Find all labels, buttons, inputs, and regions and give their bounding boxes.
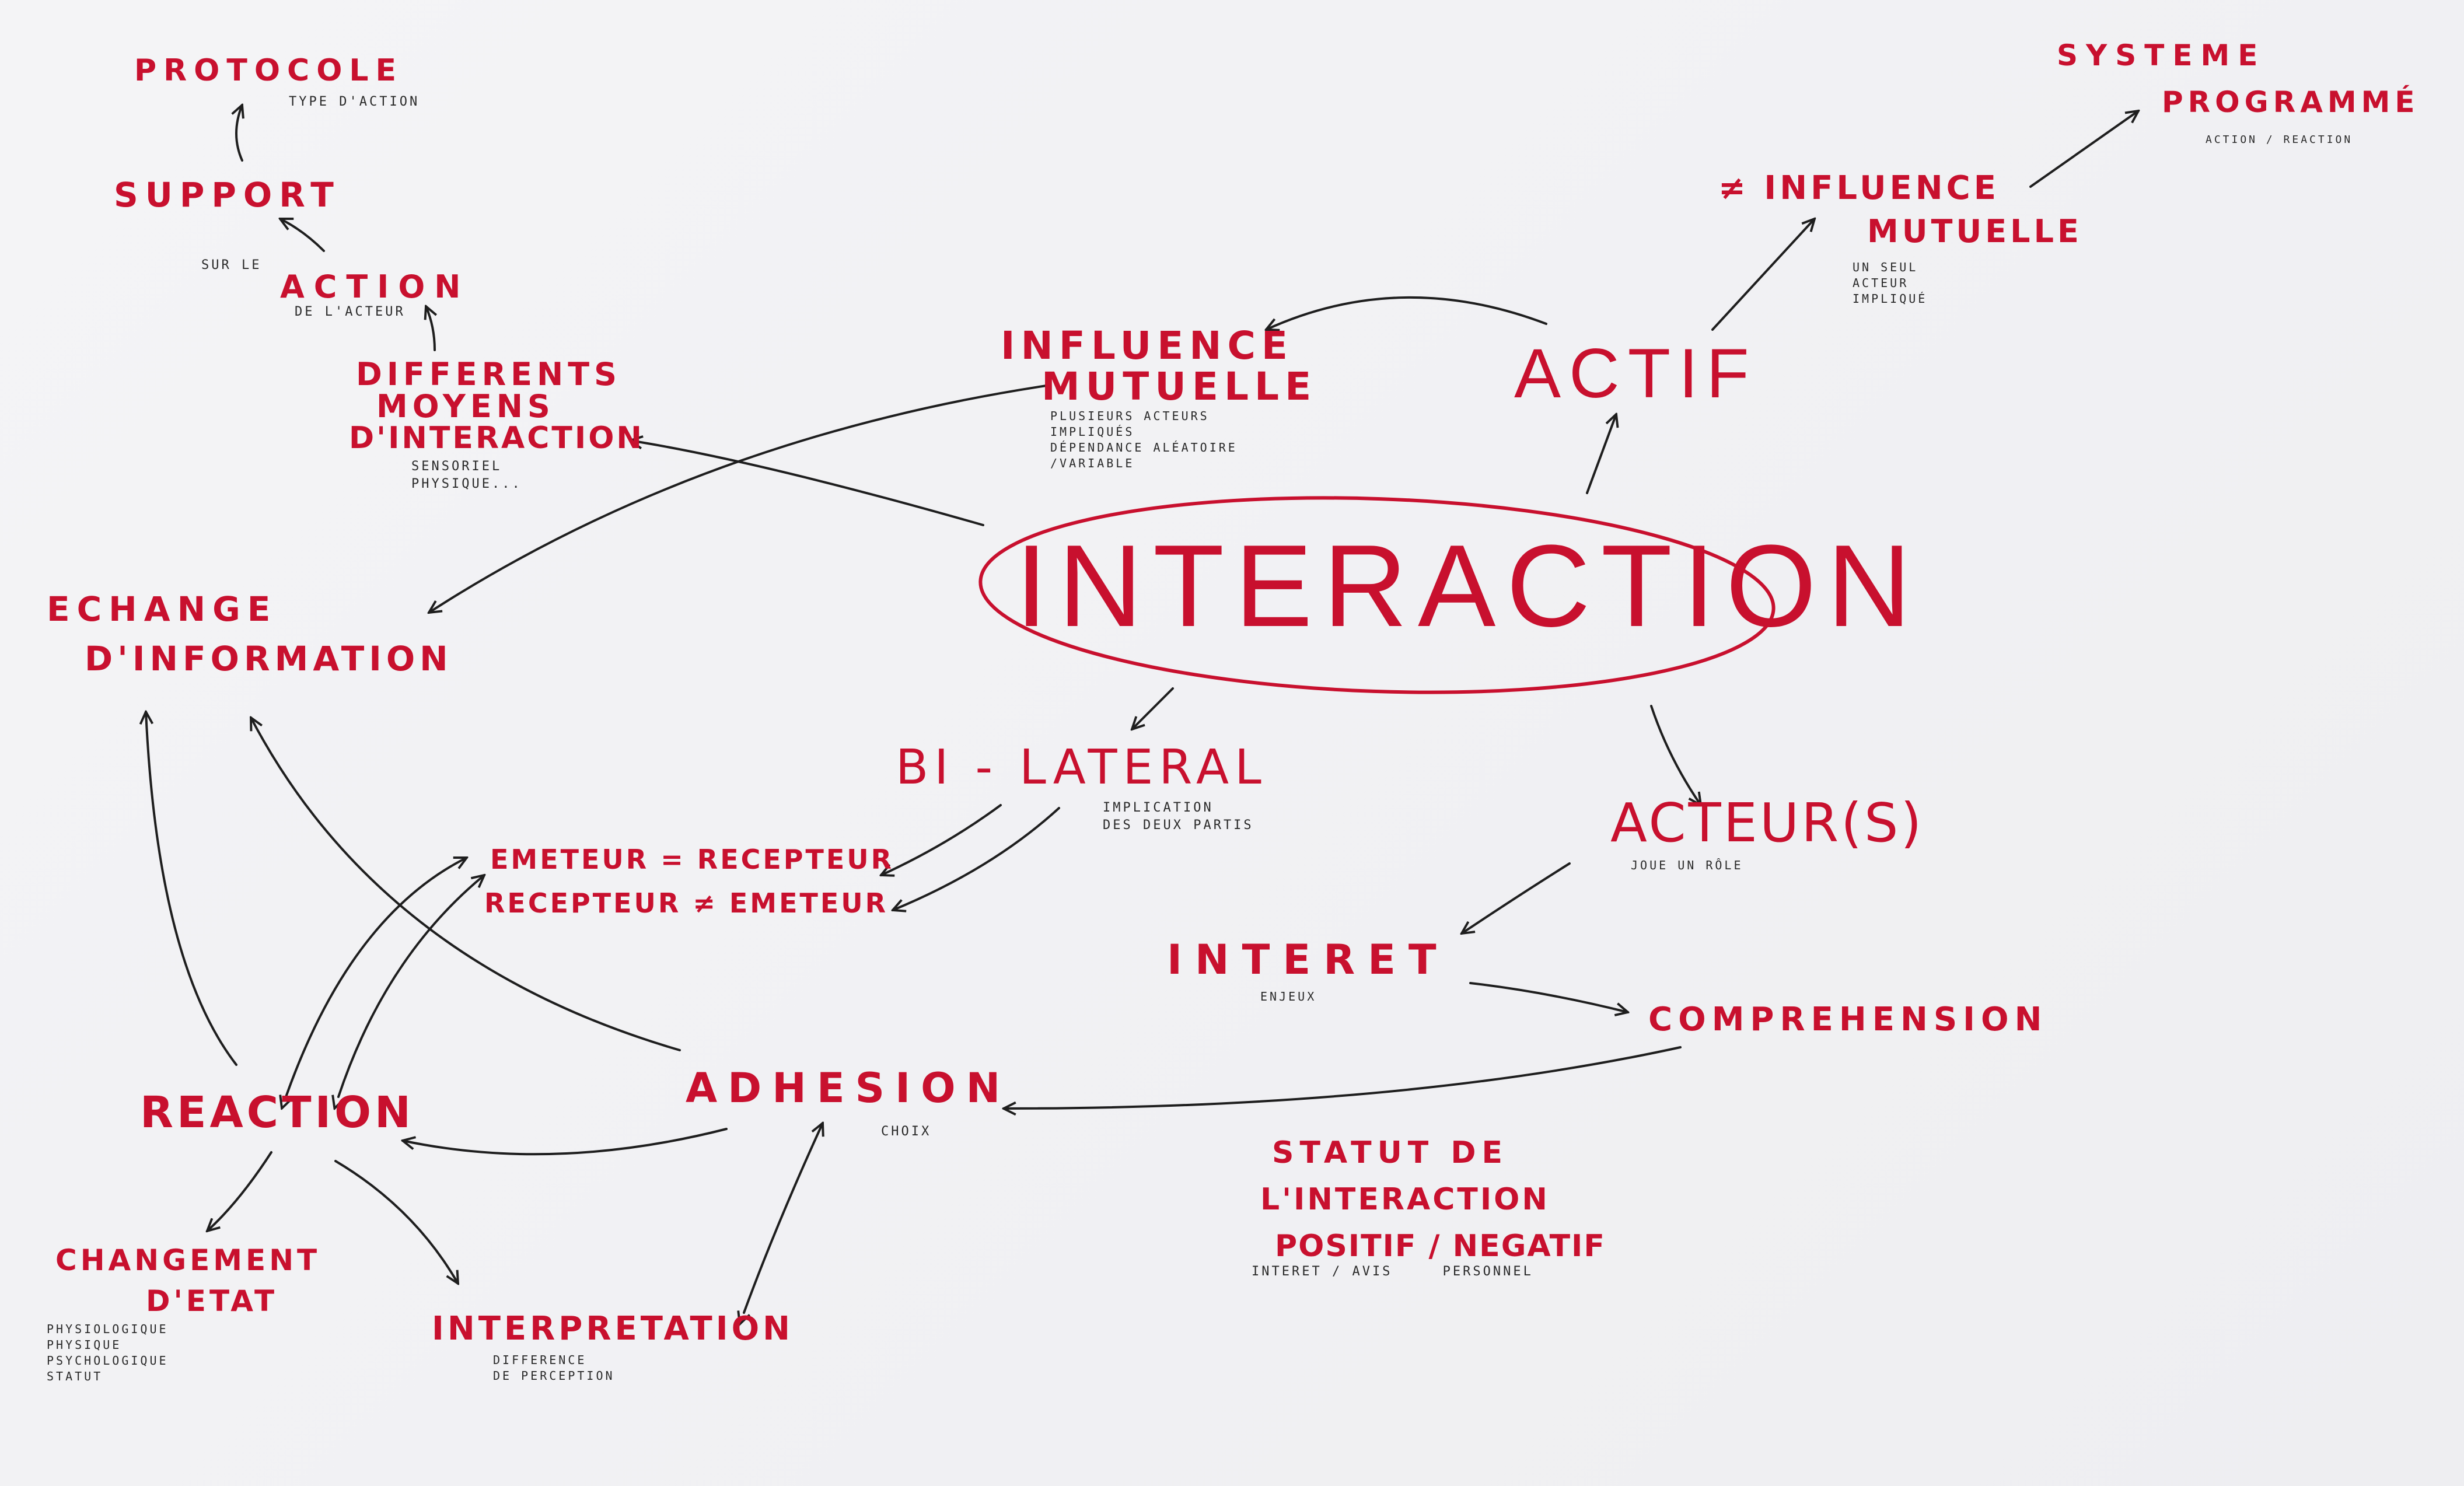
influence-sub: PLUSIEURS ACTEURS IMPLIQUÉS DÉPENDANCE A… xyxy=(1050,409,1238,470)
not-influence-line1: ≠ INFLUENCE xyxy=(1718,169,2000,207)
arrow-reaction-changement xyxy=(207,1151,272,1231)
interet-sub: ENJEUX xyxy=(1260,989,1317,1004)
action-title: ACTION xyxy=(280,268,470,305)
arrow-interaction-acteurs xyxy=(1650,705,1701,805)
action-sub: DE L'ACTEUR xyxy=(295,305,406,319)
echange-line1: ECHANGE xyxy=(47,589,278,629)
arrow-adhesion-echange xyxy=(251,718,681,1051)
arrow-interaction-differents xyxy=(630,440,984,526)
adhesion-title: ADHESION xyxy=(686,1064,1011,1112)
comprehension-title: COMPREHENSION xyxy=(1648,1001,2048,1039)
protocole-title: PROTOCOLE xyxy=(134,53,404,88)
arrow-influence-echange xyxy=(429,384,1051,613)
echange-line2: D'INFORMATION xyxy=(85,639,453,679)
arrow-support-protocole xyxy=(236,105,242,162)
center-ellipse xyxy=(978,496,1776,694)
arrow-reaction-emeteur2 xyxy=(338,875,484,1097)
arrow-comprehension-adhesion xyxy=(1004,1046,1682,1109)
influence-line2: MUTUELLE xyxy=(1041,364,1317,409)
reaction-title: REACTION xyxy=(140,1088,414,1138)
emeteur-line2: RECEPTEUR ≠ EMETEUR xyxy=(484,887,889,919)
arrow-actif-influence xyxy=(1266,296,1547,330)
interpretation-sub: DIFFERENCE DE PERCEPTION xyxy=(493,1353,615,1383)
arrow-interaction-bilateral xyxy=(1132,687,1174,729)
influence-line1: INFLUENCE xyxy=(1001,323,1294,368)
arrow-not-influence-systeme xyxy=(2029,111,2138,188)
arrow-bilateral-emeteur2 xyxy=(893,807,1060,910)
statut-sub: INTERET / AVIS PERSONNEL xyxy=(1252,1264,1533,1279)
arrow-reaction-emeteur1 xyxy=(286,856,467,1097)
differents-line3: D'INTERACTION xyxy=(349,421,644,456)
arrow-interaction-actif xyxy=(1586,414,1616,494)
arrow-adhesion-reaction xyxy=(403,1128,728,1156)
arrow-reaction-echange xyxy=(146,712,237,1066)
arrow-interet-comprehension xyxy=(1469,982,1628,1012)
support-title: SUPPORT xyxy=(114,175,341,215)
differents-line2: MOYENS xyxy=(376,388,555,425)
arrow-interpretation-adhesion xyxy=(744,1123,823,1313)
acteurs-sub: JOUE UN RÔLE xyxy=(1631,858,1743,872)
adhesion-sub: CHOIX xyxy=(881,1124,932,1139)
support-side: SUR LE xyxy=(201,258,262,272)
systeme-line2: PROGRAMMÉ xyxy=(2162,85,2420,119)
arrow-reaction-interpretation xyxy=(334,1160,458,1284)
protocole-sub: TYPE D'ACTION xyxy=(289,95,420,109)
changement-sub: PHYSIOLOGIQUE PHYSIQUE PSYCHOLOGIQUE STA… xyxy=(47,1322,169,1383)
arrow-action-support xyxy=(280,218,325,252)
arrow-acteurs-interet xyxy=(1462,862,1571,933)
not-influence-line2: MUTUELLE xyxy=(1867,213,2082,250)
acteurs-title: ACTEUR(S) xyxy=(1610,792,1924,854)
changement-line2: D'ETAT xyxy=(146,1284,278,1318)
interpretation-title: INTERPRETATION xyxy=(432,1310,794,1348)
arrow-actif-not-influence xyxy=(1711,219,1815,331)
interet-title: INTERET xyxy=(1167,936,1449,984)
interaction-title: INTERACTION xyxy=(1015,521,1922,651)
arrow-bilateral-emeteur1 xyxy=(881,804,1002,875)
statut-line1: STATUT DE xyxy=(1272,1135,1509,1170)
differents-sub: SENSORIEL PHYSIQUE... xyxy=(411,459,522,491)
systeme-line1: SYSTEME xyxy=(2057,39,2266,72)
actif-title: ACTIF xyxy=(1514,334,1757,412)
statut-line2: L'INTERACTION xyxy=(1260,1182,1550,1217)
differents-line1: DIFFERENTS xyxy=(356,356,621,393)
emeteur-line1: EMETEUR = RECEPTEUR xyxy=(490,844,894,875)
arrow-differents-action xyxy=(426,306,435,351)
bilateral-title: BI - LATERAL xyxy=(896,740,1267,795)
changement-line1: CHANGEMENT xyxy=(55,1243,321,1277)
not-influence-sub: UN SEUL ACTEUR IMPLIQUÉ xyxy=(1853,260,1928,306)
bilateral-sub: IMPLICATION DES DEUX PARTIS xyxy=(1103,800,1254,833)
systeme-sub: ACTION / REACTION xyxy=(2206,134,2353,146)
statut-line3: POSITIF / NEGATIF xyxy=(1275,1229,1606,1264)
